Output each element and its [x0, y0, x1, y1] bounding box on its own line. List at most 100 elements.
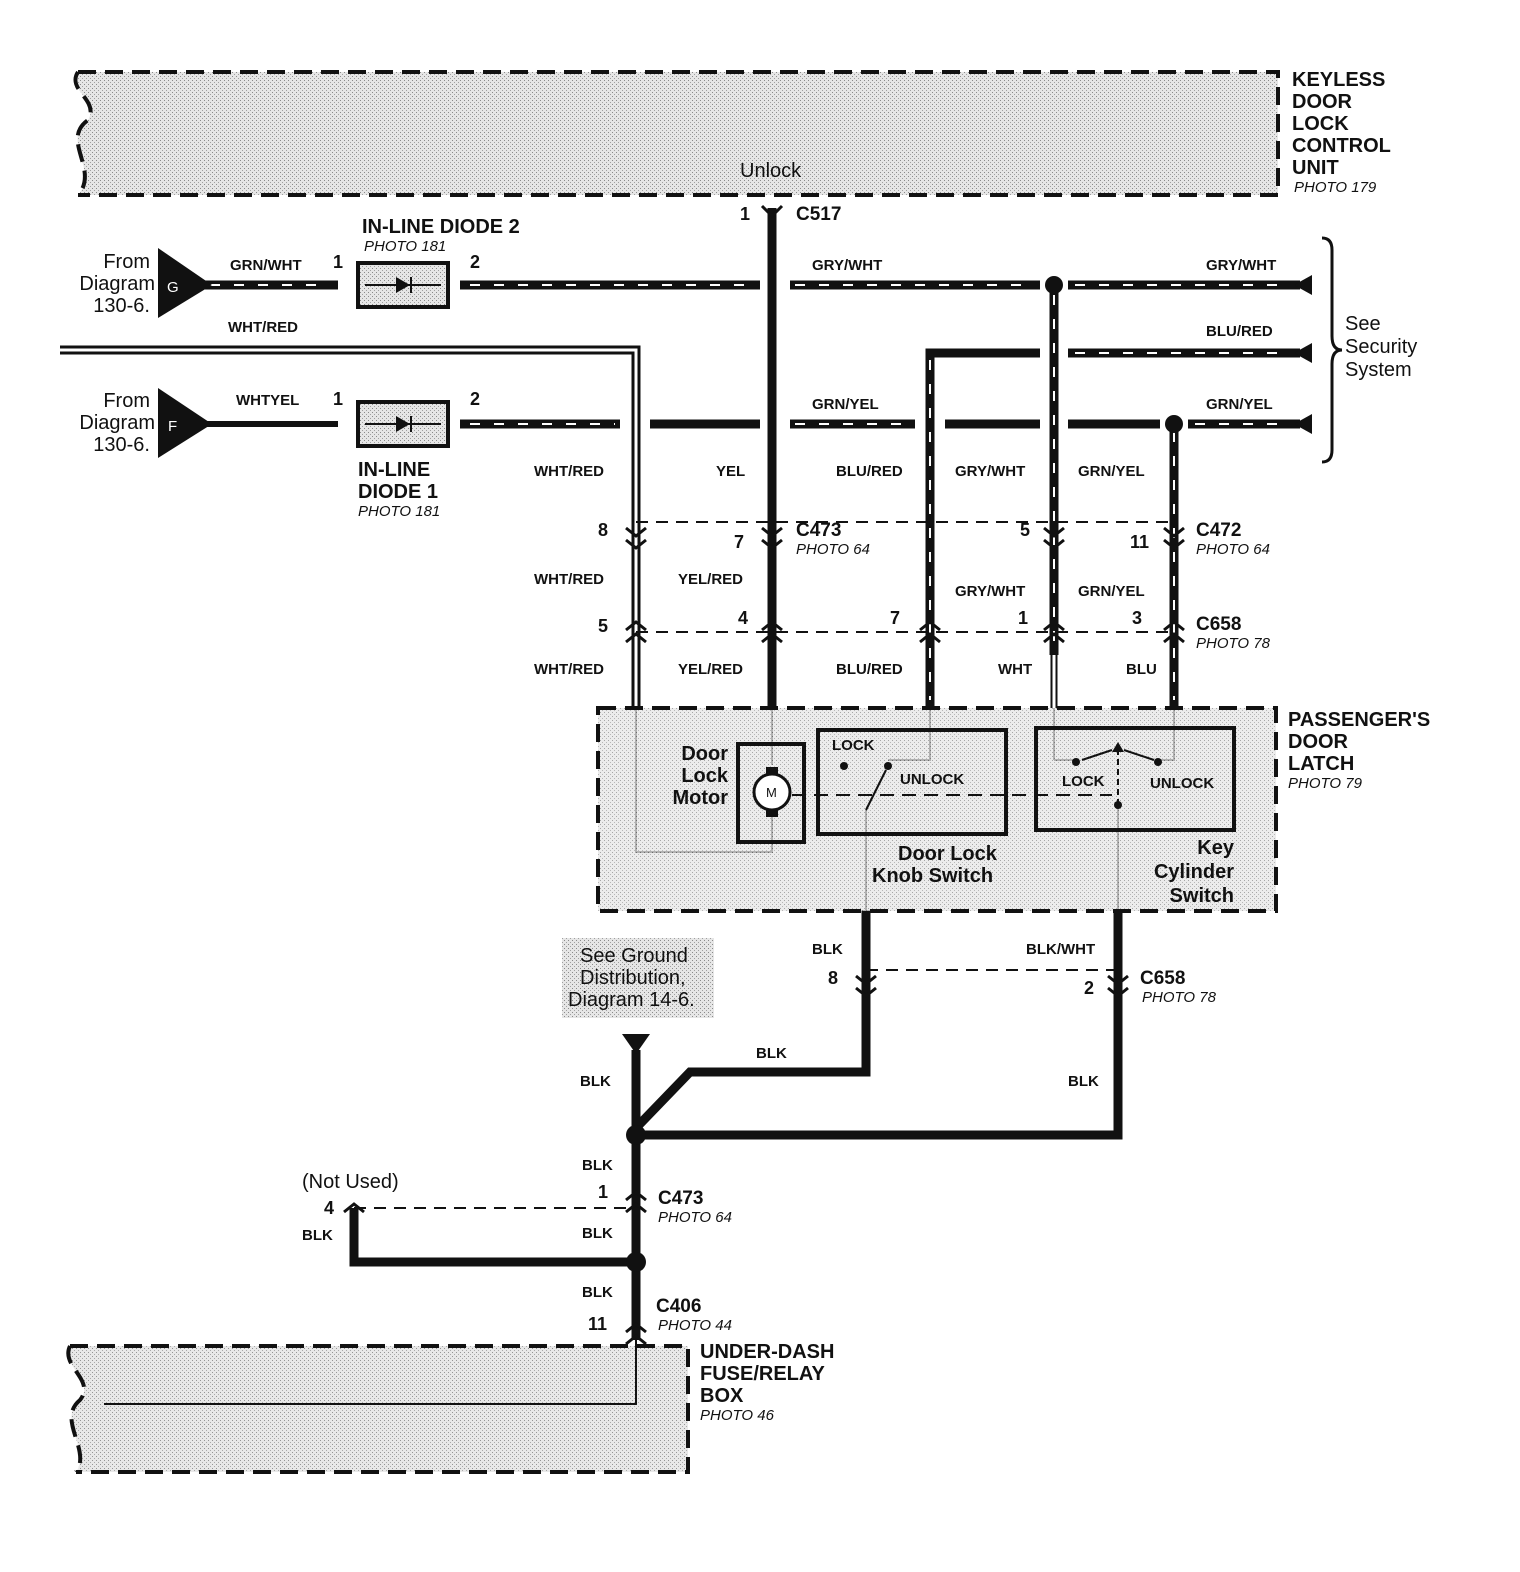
svg-text:FUSE/RELAY: FUSE/RELAY [700, 1363, 826, 1385]
svg-text:C472: C472 [1196, 520, 1241, 541]
svg-text:Knob Switch: Knob Switch [872, 865, 993, 887]
c406-connector [625, 1322, 647, 1346]
wire-label: GRN/WHT [230, 257, 302, 274]
svg-text:Door Lock: Door Lock [898, 843, 998, 865]
svg-text:From: From [103, 251, 150, 273]
svg-text:Diagram: Diagram [79, 412, 155, 434]
c473-top-connector [625, 526, 783, 550]
svg-text:UNLOCK: UNLOCK [900, 771, 964, 788]
svg-text:3: 3 [1132, 608, 1142, 628]
svg-text:PHOTO 181: PHOTO 181 [358, 503, 440, 520]
svg-text:130-6.: 130-6. [93, 434, 150, 456]
keyless-title-1: KEYLESS [1292, 69, 1385, 91]
svg-text:From: From [103, 390, 150, 412]
in-line-diode-1: IN-LINE DIODE 1 PHOTO 181 1 2 [333, 389, 480, 520]
svg-text:BLK: BLK [302, 1227, 333, 1244]
svg-text:BLU/RED: BLU/RED [836, 661, 903, 678]
svg-text:Lock: Lock [681, 765, 729, 787]
wire-label: GRN/YEL [812, 396, 879, 413]
door-lock-knob-switch: LOCK UNLOCK Door Lock Knob Switch [816, 728, 1008, 887]
in-line-diode-2: IN-LINE DIODE 2 PHOTO 181 1 2 [333, 216, 520, 309]
c517-connector: 1 C517 [740, 204, 841, 225]
svg-text:PHOTO 78: PHOTO 78 [1142, 989, 1217, 1006]
splice-dot [1045, 276, 1063, 294]
svg-text:C517: C517 [796, 204, 841, 225]
svg-text:WHT/RED: WHT/RED [534, 661, 604, 678]
svg-text:7: 7 [890, 608, 900, 628]
svg-text:2: 2 [1084, 978, 1094, 998]
svg-text:Diagram 14-6.: Diagram 14-6. [568, 989, 695, 1011]
svg-text:Security: Security [1345, 336, 1417, 358]
keyless-control-unit: Unlock KEYLESS DOOR LOCK CONTROL UNIT PH… [73, 69, 1391, 197]
svg-text:Door: Door [681, 743, 728, 765]
svg-text:System: System [1345, 359, 1412, 381]
svg-text:GRN/YEL: GRN/YEL [1078, 463, 1145, 480]
svg-text:PHOTO 64: PHOTO 64 [796, 541, 870, 558]
svg-text:4: 4 [738, 608, 748, 628]
svg-text:Diagram: Diagram [79, 273, 155, 295]
svg-text:LOCK: LOCK [832, 737, 875, 754]
keyless-title-4: CONTROL [1292, 135, 1391, 157]
svg-text:YEL/RED: YEL/RED [678, 571, 743, 588]
svg-text:LOCK: LOCK [1062, 773, 1105, 790]
svg-text:IN-LINE DIODE 2: IN-LINE DIODE 2 [362, 216, 520, 238]
splice-dot [1165, 415, 1183, 433]
svg-text:UNLOCK: UNLOCK [1150, 775, 1214, 792]
svg-text:C406: C406 [656, 1296, 701, 1317]
svg-text:PASSENGER'S: PASSENGER'S [1288, 709, 1430, 731]
svg-text:1: 1 [740, 204, 750, 224]
svg-text:YEL: YEL [716, 463, 745, 480]
svg-text:DOOR: DOOR [1288, 731, 1349, 753]
svg-text:PHOTO 64: PHOTO 64 [1196, 541, 1270, 558]
from-diagram-g: G From Diagram 130-6. GRN/WHT [79, 248, 302, 318]
svg-text:PHOTO 64: PHOTO 64 [658, 1209, 732, 1226]
keyless-title-3: LOCK [1292, 113, 1349, 135]
under-dash-fuse-relay-box: UNDER-DASH FUSE/RELAY BOX PHOTO 46 [66, 1341, 834, 1474]
c472-connector [1043, 526, 1185, 550]
svg-text:1: 1 [333, 252, 343, 272]
svg-text:11: 11 [588, 1314, 607, 1334]
svg-text:See: See [1345, 313, 1381, 335]
svg-text:BOX: BOX [700, 1385, 744, 1407]
svg-text:BLU/RED: BLU/RED [836, 463, 903, 480]
svg-text:BLK: BLK [582, 1157, 613, 1174]
svg-text:PHOTO 46: PHOTO 46 [700, 1407, 775, 1424]
svg-text:IN-LINE: IN-LINE [358, 459, 430, 481]
svg-text:7: 7 [734, 532, 744, 552]
svg-text:C658: C658 [1196, 614, 1241, 635]
svg-text:1: 1 [598, 1182, 608, 1202]
svg-text:WHT/RED: WHT/RED [534, 463, 604, 480]
svg-text:BLK: BLK [582, 1284, 613, 1301]
wire-label: WHT/RED [228, 319, 298, 336]
svg-text:GRY/WHT: GRY/WHT [955, 463, 1025, 480]
svg-text:4: 4 [324, 1198, 334, 1218]
f-tag: F [168, 418, 177, 435]
svg-text:BLK: BLK [580, 1073, 611, 1090]
svg-text:WHT: WHT [998, 661, 1032, 678]
svg-text:PHOTO 181: PHOTO 181 [364, 238, 446, 255]
motor-symbol: M [766, 785, 777, 800]
wire-label: GRY/WHT [812, 257, 882, 274]
ground-distribution-note: See Ground Distribution, Diagram 14-6. [562, 938, 714, 1054]
svg-text:PHOTO 78: PHOTO 78 [1196, 635, 1271, 652]
svg-text:Distribution,: Distribution, [580, 967, 686, 989]
svg-text:See Ground: See Ground [580, 945, 688, 967]
splice-dot [626, 1252, 646, 1272]
svg-text:BLK/WHT: BLK/WHT [1026, 941, 1095, 958]
svg-text:BLU: BLU [1126, 661, 1157, 678]
svg-text:1: 1 [1018, 608, 1028, 628]
svg-text:UNDER-DASH: UNDER-DASH [700, 1341, 834, 1363]
svg-text:BLK: BLK [756, 1045, 787, 1062]
svg-text:8: 8 [828, 968, 838, 988]
key-cylinder-switch: LOCK UNLOCK Key Cylinder Switch [1034, 726, 1236, 907]
svg-text:Motor: Motor [672, 787, 728, 809]
door-lock-motor: M Door Lock Motor [672, 742, 806, 844]
wire-label: WHTYEL [236, 392, 299, 409]
svg-text:C658: C658 [1140, 968, 1185, 989]
svg-text:WHT/RED: WHT/RED [534, 571, 604, 588]
svg-text:8: 8 [598, 520, 608, 540]
wire-label: GRN/YEL [1206, 396, 1273, 413]
svg-text:BLK: BLK [582, 1225, 613, 1242]
svg-text:Cylinder: Cylinder [1154, 861, 1234, 883]
